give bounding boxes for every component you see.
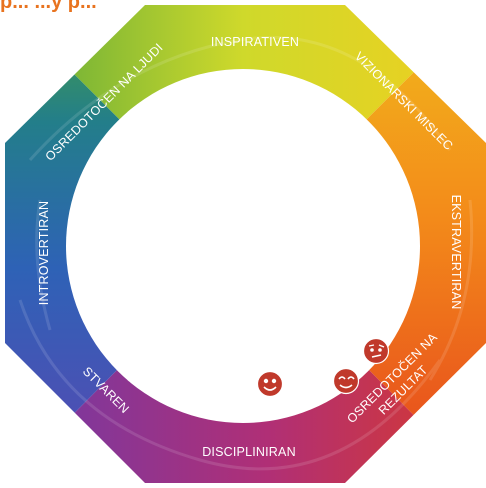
header-title: p... ...y p... (0, 0, 97, 13)
thinking-face-icon (362, 337, 390, 365)
label-inspirativen: INSPIRATIVEN (211, 35, 299, 49)
label-discipliniran: DISCIPLINIRAN (202, 445, 296, 459)
winking-face-icon (332, 367, 360, 395)
happy-face-icon (256, 370, 284, 398)
label-ekstravertiran: EKSTRAVERTIRAN (449, 195, 463, 310)
brush-texture (18, 35, 474, 471)
label-introvertiran: INTROVERTIRAN (37, 201, 51, 305)
wheel-center (66, 69, 420, 423)
